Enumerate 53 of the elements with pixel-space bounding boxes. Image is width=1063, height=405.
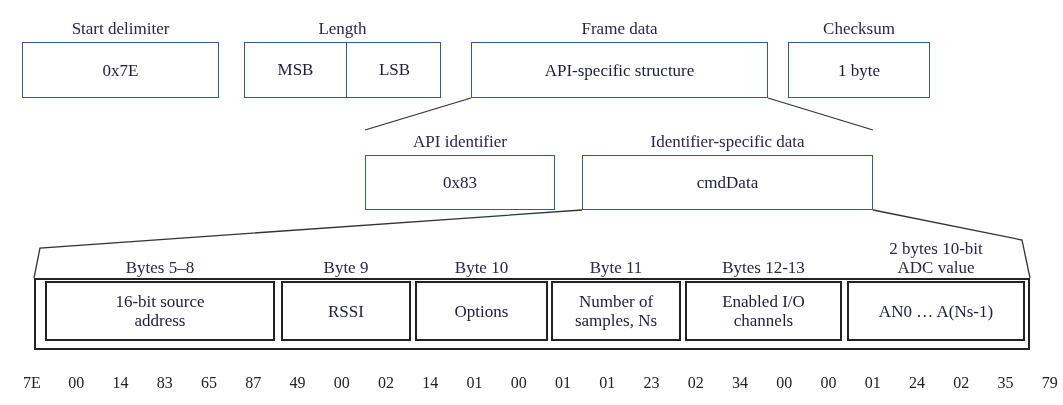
- expansion-line: [872, 209, 1031, 279]
- hex-byte: 00: [68, 374, 85, 392]
- field-heading: 2 bytes 10-bit ADC value: [888, 238, 984, 277]
- field-heading: Byte 9: [322, 257, 370, 277]
- field-value: Enabled I/O channels: [721, 292, 806, 330]
- hex-byte: 02: [953, 374, 970, 392]
- field-value: cmdData: [696, 173, 759, 192]
- hex-byte: 00: [333, 374, 350, 392]
- hex-byte: 49: [289, 374, 306, 392]
- field-value: RSSI: [328, 301, 364, 321]
- expansion-line: [33, 209, 583, 279]
- field-heading: API identifier: [412, 131, 508, 151]
- hex-byte: 01: [555, 374, 571, 392]
- field-heading: Identifier-specific data: [649, 131, 806, 151]
- expansion-line: [767, 97, 874, 131]
- hex-byte: 23: [643, 374, 660, 392]
- hex-byte: 87: [245, 374, 262, 392]
- field-heading: Checksum: [822, 18, 896, 38]
- field-value: API-specific structure: [544, 60, 695, 80]
- field-heading: Length: [317, 18, 368, 38]
- hex-byte: 35: [997, 374, 1014, 392]
- hex-byte: 14: [112, 374, 129, 392]
- hex-byte: 02: [687, 374, 704, 392]
- field-heading: Byte 11: [588, 257, 644, 277]
- byte-field: LSB: [346, 43, 442, 97]
- field-heading: Start delimiter: [70, 18, 171, 38]
- hex-byte: 01: [466, 374, 483, 392]
- hex-byte: 01: [864, 374, 881, 392]
- hex-byte: 00: [776, 374, 793, 392]
- hex-byte: 79: [1041, 374, 1058, 392]
- field-heading: Bytes 12-13: [721, 257, 806, 277]
- hex-byte: 34: [731, 374, 748, 392]
- hex-byte: 00: [820, 374, 837, 392]
- field-heading: Byte 10: [453, 257, 510, 277]
- field-value: 16-bit source address: [114, 292, 206, 330]
- hex-byte: 02: [378, 374, 394, 392]
- hex-byte: 01: [599, 374, 616, 392]
- field-value: 1 byte: [838, 60, 880, 80]
- field-value: 0x7E: [102, 60, 139, 80]
- hex-byte: 14: [422, 374, 439, 392]
- field-heading: Frame data: [580, 18, 659, 38]
- hex-byte: 7E: [23, 374, 41, 392]
- byte-field: MSB: [245, 43, 346, 97]
- hex-byte: 65: [201, 374, 217, 392]
- field-value: 0x83: [443, 173, 477, 192]
- hex-byte: 83: [156, 374, 173, 392]
- field-value: Number of samples, Ns: [573, 292, 659, 330]
- field-value: AN0 … A(Ns-1): [878, 301, 994, 321]
- field-heading: Bytes 5–8: [124, 257, 196, 277]
- field-value: Options: [454, 301, 509, 321]
- hex-byte: 00: [510, 374, 527, 392]
- expansion-line: [364, 97, 472, 131]
- hex-byte: 24: [908, 374, 925, 392]
